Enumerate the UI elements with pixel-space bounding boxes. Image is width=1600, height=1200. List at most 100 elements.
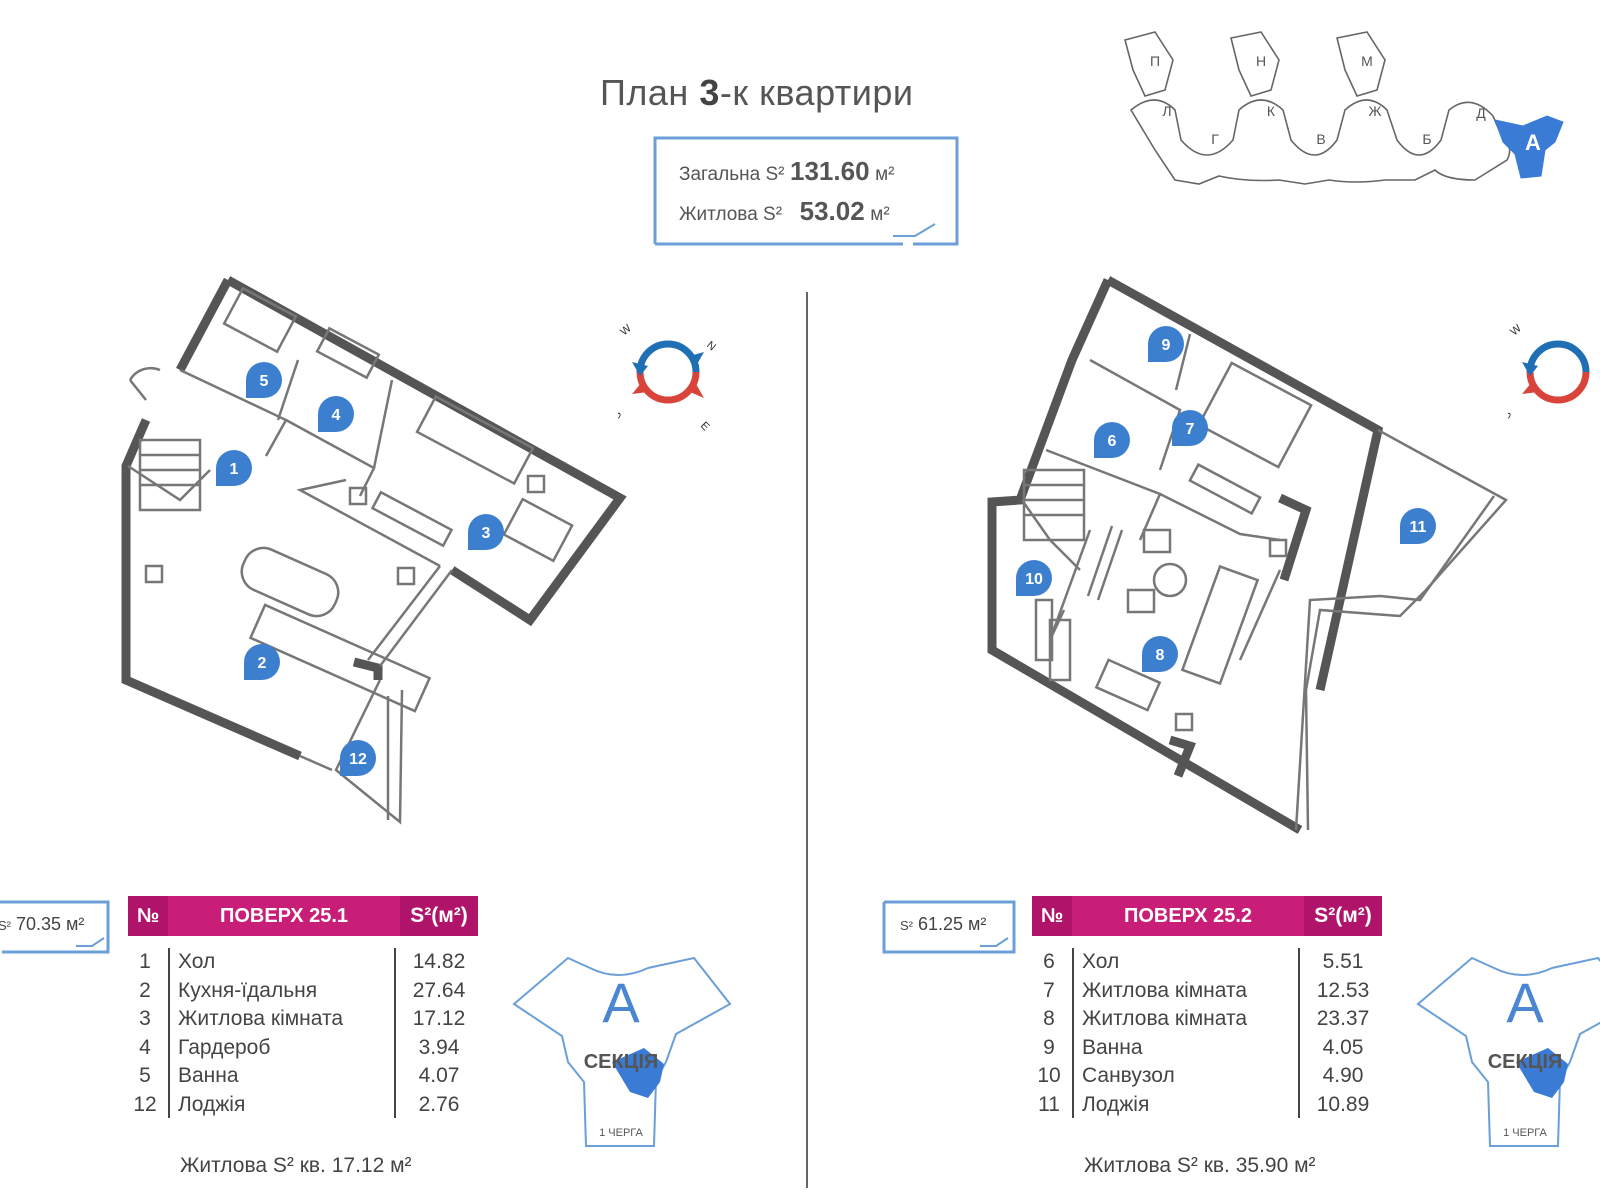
compass-arrow-s: [632, 382, 648, 394]
floor2-area-frame: [882, 900, 1016, 954]
room-name: Гардероб: [178, 1035, 271, 1059]
room-marker-label: 11: [1410, 519, 1427, 536]
room-name: Житлова кімната: [1082, 978, 1248, 1002]
wall: [987, 278, 1303, 834]
kitchen-counter: [248, 603, 432, 713]
loggia-wall-inner: [1294, 495, 1496, 831]
room-marker-label: 6: [1108, 433, 1117, 450]
room-number: 10: [1037, 1064, 1061, 1087]
room-name: Хол: [1082, 950, 1120, 973]
floor2-table-header: № ПОВЕРХ 25.2 S²(м²): [1032, 896, 1382, 936]
wall: [176, 277, 232, 373]
wall: [225, 276, 627, 627]
floor1-area-box: S² 70.35 м²: [0, 900, 112, 954]
window: [367, 565, 441, 661]
room-marker: [318, 396, 354, 432]
room-marker: [246, 362, 282, 398]
floor2-area-label: S²: [900, 918, 913, 933]
room-number: 7: [1043, 978, 1055, 1002]
floor2-col-divider: [1298, 948, 1300, 1118]
radiator: [1048, 618, 1072, 682]
entry-door: [128, 366, 161, 401]
partition: [1159, 492, 1281, 542]
room-marker-label: 12: [349, 751, 367, 768]
room-number: 2: [139, 978, 151, 1002]
section-badge-outline: [512, 956, 732, 1147]
armchair: [1142, 528, 1172, 554]
wall: [1278, 493, 1312, 582]
room-area: 27.64: [412, 978, 466, 1002]
page-title: План 3-к квартири: [600, 72, 914, 114]
vent: [396, 566, 416, 586]
section-badge-word: СЕКЦІЯ: [1488, 1051, 1563, 1073]
living-area-value: 53.02: [799, 196, 865, 226]
loggia-wall: [1304, 428, 1508, 831]
room-marker: [216, 450, 252, 486]
section-badge-letter: А: [1506, 971, 1544, 1034]
room-marker: [1400, 508, 1436, 544]
room-number: 1: [139, 950, 151, 973]
floor1-area-frame: [0, 900, 110, 954]
room-marker: [244, 644, 280, 680]
room-marker-label: 10: [1025, 571, 1043, 588]
section-badge-right: А СЕКЦІЯ 1 ЧЕРГА: [1416, 956, 1600, 1147]
section-label-м: М: [1361, 53, 1373, 69]
building-body: [1129, 99, 1511, 185]
room-area: 4.05: [1322, 1035, 1364, 1059]
compass-label-e: E: [698, 420, 712, 432]
title-suffix: -к квартири: [719, 72, 914, 113]
room-name: Лоджія: [178, 1092, 246, 1116]
floor2-header-name: ПОВЕРХ 25.2: [1072, 896, 1304, 936]
tv-stand: [370, 490, 454, 548]
section-badge-letter: А: [602, 971, 640, 1034]
floor1-living-footer: Житлова S² кв. 17.12 м²: [180, 1154, 412, 1177]
area-box-frame: [653, 136, 959, 246]
compass-arc-blue: [1526, 340, 1590, 373]
room-number: 11: [1038, 1092, 1060, 1116]
partition: [372, 379, 394, 469]
section-label-п: П: [1150, 53, 1160, 69]
wall: [352, 657, 383, 680]
room-marker-label: 7: [1186, 421, 1195, 438]
partition: [296, 478, 441, 568]
room-number: 8: [1043, 1007, 1055, 1030]
section-badge-left: А СЕКЦІЯ 1 ЧЕРГА: [512, 956, 732, 1147]
section-badge-highlight: [612, 1048, 664, 1098]
floor1-header-no: №: [128, 896, 168, 936]
room-marker-label: 2: [258, 655, 267, 672]
room-area: 4.90: [1322, 1064, 1364, 1087]
room-marker: [1016, 560, 1052, 596]
room-marker: [1094, 422, 1130, 458]
vent: [1174, 712, 1194, 732]
room-area: 2.76: [418, 1092, 460, 1116]
section-badge-word: СЕКЦІЯ: [584, 1051, 659, 1073]
dining-table: [240, 546, 340, 618]
window: [379, 569, 453, 667]
compass-right: W S: [1508, 322, 1590, 422]
section-label-б: Б: [1422, 131, 1431, 147]
section-label-г: Г: [1211, 131, 1219, 147]
section-label-н: Н: [1256, 53, 1266, 69]
section-label-а: А: [1525, 130, 1541, 155]
vent: [348, 486, 368, 506]
total-area-label: Загальна S²: [679, 164, 785, 185]
window: [1086, 525, 1114, 597]
bed: [1197, 361, 1313, 469]
room-area: 3.94: [418, 1035, 460, 1059]
room-area: 17.12: [412, 1007, 466, 1030]
floor1-col-divider: [394, 948, 396, 1118]
window: [1096, 529, 1124, 601]
desk: [1094, 658, 1162, 712]
room-name: Санвузол: [1082, 1064, 1175, 1087]
coffee-table: [1152, 562, 1188, 598]
loggia-wall: [334, 679, 404, 825]
stair-box: [138, 438, 202, 512]
floor2-col-divider: [1072, 948, 1074, 1118]
